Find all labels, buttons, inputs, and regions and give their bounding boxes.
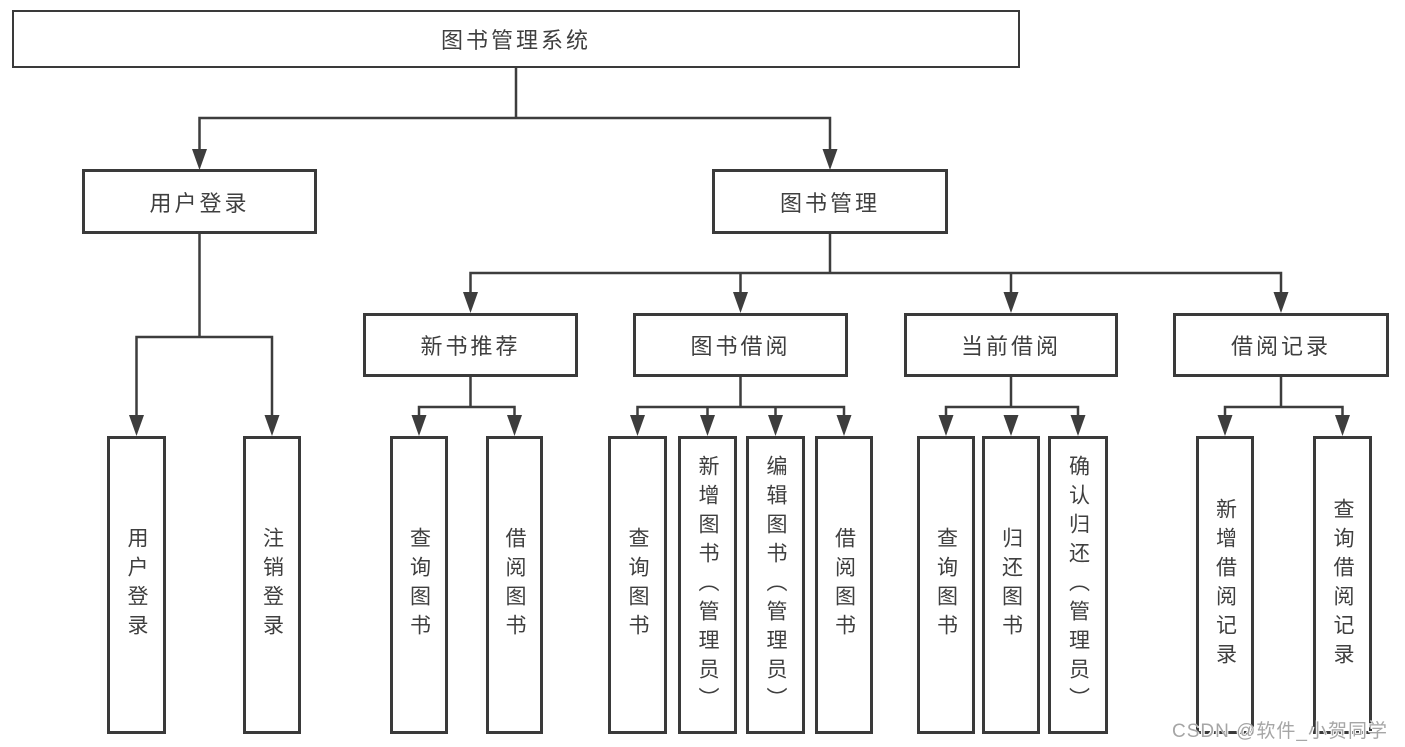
node-new-book-recommend: 新书推荐 <box>363 313 578 377</box>
node-book-management: 图书管理 <box>712 169 948 234</box>
node-label: 新书推荐 <box>420 334 521 359</box>
arrow-down-icon <box>700 415 715 436</box>
node-leaf-return-books: 归还图书 <box>982 436 1040 734</box>
connector-records-to-leaves <box>1223 375 1344 416</box>
arrow-down-icon <box>1273 292 1289 313</box>
node-leaf-edit-books-admin: 编辑图书（管理员） <box>746 436 805 734</box>
node-label: 图书借阅 <box>690 334 791 359</box>
node-leaf-query-books: 查询图书 <box>917 436 975 734</box>
node-label: 用户登录 <box>149 190 250 216</box>
arrow-down-icon <box>733 292 748 313</box>
connector-mgmt-to-level3 <box>469 233 1283 293</box>
arrow-down-icon <box>836 415 852 436</box>
arrow-down-icon <box>1003 292 1019 313</box>
arrow-down-icon <box>1217 415 1233 436</box>
connector-borrow-to-leaves <box>636 375 846 416</box>
arrow-down-icon <box>1070 415 1086 436</box>
node-leaf-borrow-books: 借阅图书 <box>486 436 543 734</box>
node-leaf-borrow-books: 借阅图书 <box>815 436 873 734</box>
csdn-watermark: CSDN @软件_小贺同学 <box>1172 721 1388 742</box>
arrow-down-icon <box>1335 415 1350 436</box>
arrow-down-icon <box>630 415 645 436</box>
node-label: 新增图书（管理员） <box>696 454 719 716</box>
connector-login-to-leaves <box>135 233 274 416</box>
connector-newbook-to-leaves <box>417 375 516 416</box>
arrow-down-icon <box>264 415 280 436</box>
node-label: 归还图书 <box>999 527 1023 643</box>
node-leaf-user-login: 用户登录 <box>107 436 166 734</box>
arrow-down-icon <box>768 415 783 436</box>
arrow-down-icon <box>129 415 144 436</box>
node-leaf-confirm-return-admin: 确认归还（管理员） <box>1048 436 1108 734</box>
node-label: 注销登录 <box>260 527 284 643</box>
node-book-borrowing: 图书借阅 <box>633 313 848 377</box>
node-label: 借阅记录 <box>1230 334 1331 359</box>
node-label: 借阅图书 <box>832 527 856 643</box>
arrow-down-icon <box>938 415 954 436</box>
node-leaf-add-books-admin: 新增图书（管理员） <box>678 436 737 734</box>
node-label: 图书管理 <box>779 190 880 216</box>
node-label: 用户登录 <box>125 527 148 643</box>
arrow-down-icon <box>1003 415 1019 436</box>
node-leaf-query-books: 查询图书 <box>390 436 448 734</box>
node-label: 新增借阅记录 <box>1213 498 1237 672</box>
node-leaf-query-books: 查询图书 <box>608 436 667 734</box>
node-label: 查询借阅记录 <box>1331 498 1354 672</box>
node-label: 确认归还（管理员） <box>1066 454 1090 716</box>
node-leaf-query-borrow-record: 查询借阅记录 <box>1313 436 1372 734</box>
arrow-down-icon <box>822 149 838 170</box>
node-user-login: 用户登录 <box>82 169 317 234</box>
connector-current-to-leaves <box>944 375 1080 416</box>
node-label: 编辑图书（管理员） <box>764 454 787 716</box>
node-label: 借阅图书 <box>503 527 526 643</box>
arrow-down-icon <box>192 149 207 170</box>
node-label: 查询图书 <box>934 527 958 643</box>
node-leaf-add-borrow-record: 新增借阅记录 <box>1196 436 1254 734</box>
node-label: 图书管理系统 <box>440 28 591 53</box>
arrow-down-icon <box>507 415 522 436</box>
node-label: 查询图书 <box>626 527 649 643</box>
node-borrowing-records: 借阅记录 <box>1173 313 1389 377</box>
connector-root-to-level2 <box>198 66 832 150</box>
arrow-down-icon <box>411 415 427 436</box>
node-label: 当前借阅 <box>960 334 1061 359</box>
node-current-borrowing: 当前借阅 <box>904 313 1118 377</box>
node-leaf-logout: 注销登录 <box>243 436 301 734</box>
arrow-down-icon <box>463 292 478 313</box>
node-root-library-system: 图书管理系统 <box>12 10 1020 68</box>
node-label: 查询图书 <box>407 527 431 643</box>
